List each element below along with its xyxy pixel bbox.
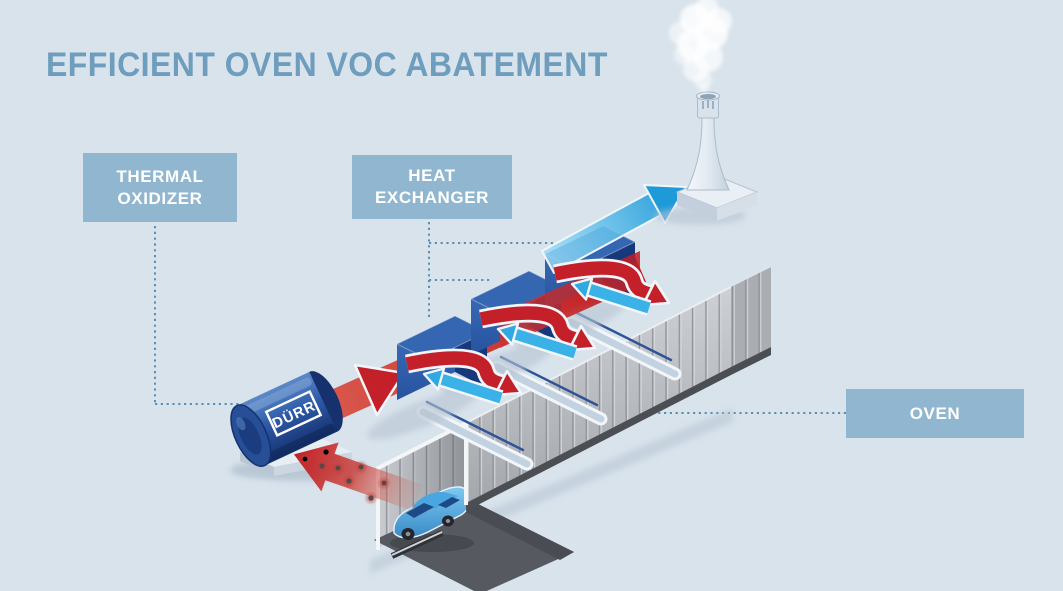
conveyor-rail [390, 530, 444, 559]
chimney-cap-vents [702, 100, 714, 109]
exchange-arrows [405, 258, 671, 406]
heat-exchanger-label: HEAT EXCHANGER [352, 155, 512, 219]
hot-u-arrow-1 [405, 351, 504, 391]
heat-exchanger-label-line1: HEAT [408, 166, 456, 185]
oven-label-line1: OVEN [909, 403, 961, 423]
car-windshield [406, 503, 434, 518]
oven-entrance-frame [376, 419, 468, 550]
thermal-oxidizer-label-line1: THERMAL [116, 166, 204, 186]
oven-ridge-highlight [465, 286, 732, 424]
hot-u-arrow-3 [553, 261, 652, 301]
voc-particles [298, 445, 391, 505]
heat-exchanger-ducts [416, 310, 682, 471]
oven-wall-panels [466, 287, 731, 503]
car-side-window [438, 497, 460, 508]
oven-end-panels [731, 267, 771, 367]
page-title: EFFICIENT OVEN VOC ABATEMENT [46, 46, 608, 84]
cold-arrow-2 [513, 328, 577, 359]
clean-air-beam-arrowhead [643, 184, 687, 224]
oven [370, 266, 772, 591]
voc-air-arrow [294, 442, 423, 512]
car-wheel-hub2 [445, 519, 451, 523]
oven-base [466, 347, 771, 511]
smoke [669, 0, 732, 93]
chimney [654, 0, 759, 225]
heat-exchanger-label-line2: EXCHANGER [374, 188, 490, 207]
chimney-opening [700, 93, 716, 100]
hot-air-beam-arrowhead [353, 363, 406, 417]
cold-arrow-1 [439, 373, 503, 404]
cube1-shadow [367, 388, 479, 440]
cold-arrow-3 [587, 283, 651, 314]
hot-u-arrow-2 [479, 306, 578, 346]
connector-thermal-oxidizer [154, 226, 264, 405]
connector-heat-exchanger [428, 222, 560, 318]
oven-label: OVEN [846, 389, 1024, 438]
thermal-oxidizer-label: THERMAL OXIDIZER [83, 153, 237, 222]
oven-floor-edge [462, 498, 574, 560]
oxidizer-cylinder: DÜRR [230, 371, 343, 467]
car-wheel-hub [405, 531, 411, 537]
clean-air-beam [541, 184, 687, 274]
thermal-oxidizer-label-line2: OXIDIZER [117, 188, 203, 208]
